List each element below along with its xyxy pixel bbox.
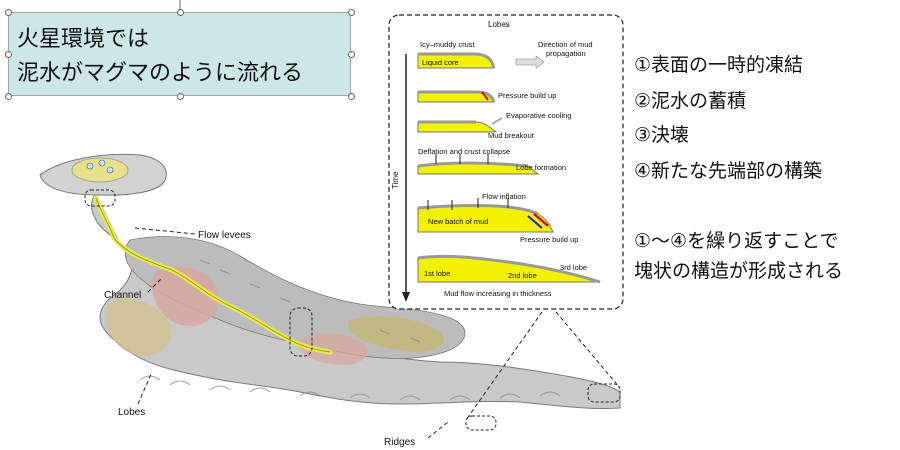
inset-direction: Direction of mud <box>538 40 593 49</box>
tan-zone <box>106 298 172 356</box>
label-flow-levees: Flow levees <box>198 230 251 241</box>
inset-direction2: propagation <box>546 49 586 58</box>
inset-lobe2: 2nd lobe <box>508 271 537 280</box>
callout-mid <box>289 307 313 357</box>
inset-pressure1: Pressure build up <box>498 91 556 100</box>
callout-tip <box>587 383 621 403</box>
inset-lobe1: 1st lobe <box>424 269 450 278</box>
step-2: ②泥水の蓄積 <box>634 90 747 112</box>
ridge-marks <box>139 259 561 401</box>
title-line-2: 泥水がマグマのように流れる <box>17 61 304 86</box>
title-box: 火星環境では 泥水がマグマのように流れる <box>8 12 351 96</box>
inset-lobe3: 3rd lobe <box>560 263 587 272</box>
lobe-inset: Lobes Time Icy–muddy crust Direction of … <box>388 14 624 310</box>
inset-pressure2: Pressure build up <box>520 235 578 244</box>
warm-zone-1 <box>151 266 219 327</box>
inset-inflation: Flow inflation <box>482 192 526 201</box>
inset-evap: Evaporative cooling <box>506 111 571 120</box>
note-line-2: 塊状の構造が形成される <box>634 260 844 282</box>
callout-ridge <box>465 415 497 431</box>
inset-core: Liquid core <box>422 58 459 67</box>
note-line-1: ①～④を繰り返すことで <box>634 230 839 252</box>
inset-breakout: Mud breakout <box>488 131 535 140</box>
inset-crust: Icy–muddy crust <box>420 40 476 49</box>
inset-heading: Lobes <box>488 20 510 29</box>
inset-thickness: Mud flow increasing in thickness <box>444 289 552 298</box>
inset-deflation: Deflation and crust collapse <box>418 147 510 156</box>
vent-core <box>71 157 129 183</box>
title-line-1: 火星環境では <box>17 27 150 52</box>
label-channel: Channel <box>104 290 141 301</box>
step-4: ④新たな先端部の構築 <box>634 160 823 182</box>
label-lobes: Lobes <box>118 407 145 418</box>
inset-lobe-formation: Lobe formation <box>516 163 566 172</box>
label-ridges: Ridges <box>384 437 415 448</box>
inset-new-batch: New batch of mud <box>428 217 488 226</box>
inset-time-label: Time <box>391 171 400 189</box>
step-3: ③決壊 <box>634 124 690 146</box>
warm-zone-2 <box>297 333 368 366</box>
olive-zone <box>347 316 444 352</box>
step-1: ①表面の一時的凍結 <box>634 54 804 76</box>
